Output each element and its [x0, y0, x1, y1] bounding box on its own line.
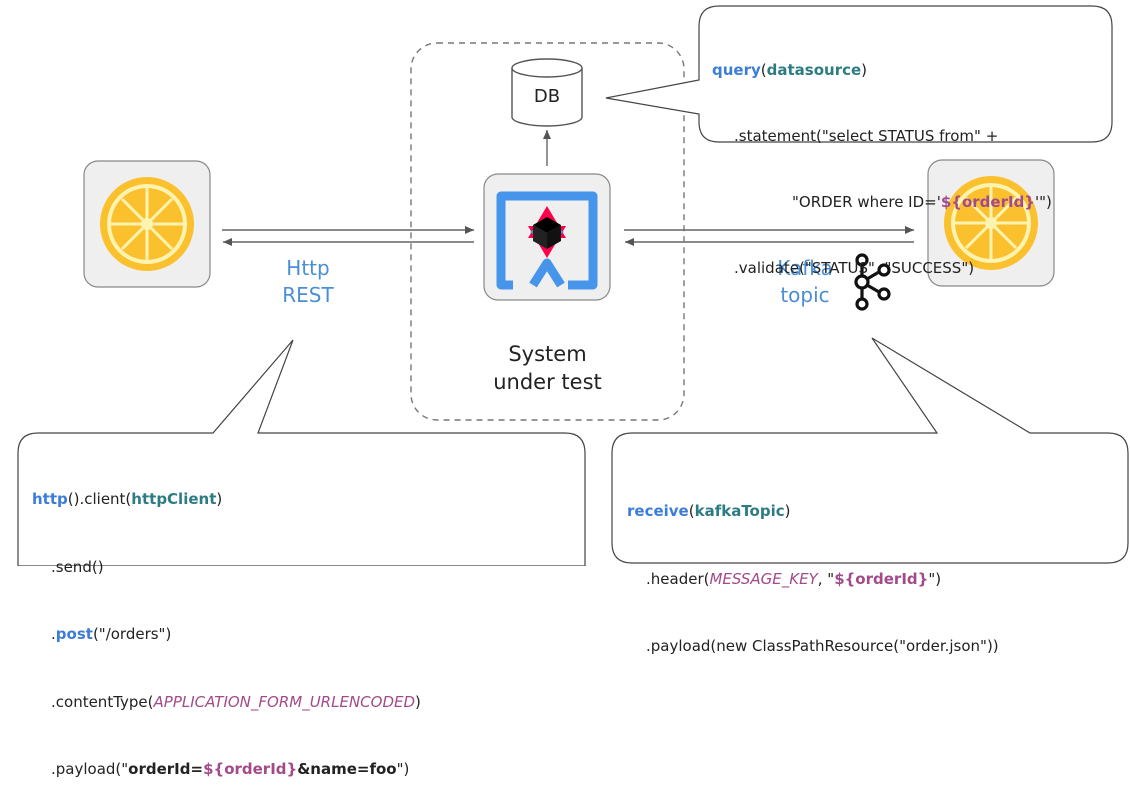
http-callout-bubble	[17, 339, 586, 566]
code-line: .statement("select STATUS from" +	[712, 125, 1052, 147]
db-callout-code: query(datasource) .statement("select STA…	[712, 15, 1052, 301]
code-text: .send()	[51, 557, 104, 576]
code-line: .validate("STATUS", "SUCCESS")	[712, 257, 1052, 279]
code-variable: ${orderId}	[834, 569, 929, 588]
citrus-logo-icon	[944, 176, 1038, 270]
code-text: .payload("	[51, 760, 129, 778]
kafka-callout-bubble	[611, 337, 1129, 564]
code-text: ")	[396, 760, 410, 778]
code-constant: APPLICATION_FORM_URLENCODED	[153, 692, 416, 711]
sut-label: System under test	[470, 340, 625, 396]
code-line: .payload(new ClassPathResource("order.js…	[627, 635, 999, 658]
code-text: (	[760, 61, 767, 79]
code-variable: ${orderId}	[203, 760, 298, 778]
db-callout-bubble	[605, 5, 1113, 143]
code-text: )	[216, 490, 223, 508]
code-text: ().client(	[67, 490, 132, 508]
code-bold-text: orderId=	[128, 760, 204, 778]
code-identifier: httpClient	[131, 490, 217, 508]
code-line: .payload("orderId=${orderId}&name=foo")	[32, 758, 421, 781]
quarkus-logo-icon	[496, 191, 598, 290]
kafka-logo-icon	[854, 253, 891, 311]
code-line: .contentType(APPLICATION_FORM_URLENCODED…	[32, 691, 421, 714]
code-line: "ORDER where ID='${orderId}'")	[712, 191, 1052, 213]
citrus-logo-icon	[100, 177, 194, 271]
code-keyword: query	[712, 61, 761, 79]
code-text: .payload(new ClassPathResource("order.js…	[646, 637, 999, 655]
code-line: receive(kafkaTopic)	[627, 500, 999, 523]
code-identifier: datasource	[766, 61, 862, 79]
kafka-callout-code: receive(kafkaTopic) .header(MESSAGE_KEY,…	[627, 455, 999, 680]
code-text: .header(	[646, 569, 710, 588]
code-keyword: http	[32, 490, 68, 508]
code-bold-text: &name=foo	[297, 760, 397, 778]
code-constant: MESSAGE_KEY	[709, 569, 818, 588]
code-line: query(datasource)	[712, 59, 1052, 81]
system-boundary	[410, 42, 685, 421]
code-text: )	[861, 61, 868, 79]
code-line: .send()	[32, 556, 421, 579]
db-label: DB	[533, 86, 561, 107]
kafka-label-line2: topic	[780, 283, 830, 307]
code-keyword: receive	[627, 502, 689, 520]
sut-label-line1: System	[508, 342, 587, 366]
code-line: http().client(httpClient)	[32, 488, 421, 511]
code-text: .statement("select STATUS from" +	[734, 127, 999, 145]
code-text: '")	[1034, 193, 1052, 211]
kafka-topic-label: Kafka topic	[760, 255, 850, 309]
code-line: .post("/orders")	[32, 623, 421, 646]
code-variable: ${orderId}	[940, 193, 1035, 211]
db-cylinder-icon	[511, 58, 583, 127]
sut-label-line2: under test	[493, 370, 602, 394]
code-text: ")	[928, 569, 942, 588]
code-text: ("/orders")	[92, 625, 172, 643]
code-keyword: post	[55, 625, 93, 643]
code-line: .header(MESSAGE_KEY, "${orderId}")	[627, 568, 999, 591]
http-rest-label: Http REST	[258, 255, 358, 309]
http-callout-code: http().client(httpClient) .send() .post(…	[32, 443, 421, 803]
http-label-line2: REST	[282, 283, 334, 307]
code-text: , "	[817, 569, 835, 588]
architecture-diagram	[17, 5, 1129, 566]
code-text: )	[415, 692, 421, 711]
code-text: "ORDER where ID='	[792, 193, 941, 211]
http-label-line1: Http	[286, 256, 330, 280]
code-text: (	[688, 502, 695, 520]
code-identifier: kafkaTopic	[694, 502, 785, 520]
kafka-label-line1: Kafka	[777, 256, 833, 280]
code-text: )	[784, 502, 791, 520]
code-text: .validate("STATUS", "SUCCESS")	[734, 259, 975, 277]
code-text: .contentType(	[51, 692, 154, 711]
